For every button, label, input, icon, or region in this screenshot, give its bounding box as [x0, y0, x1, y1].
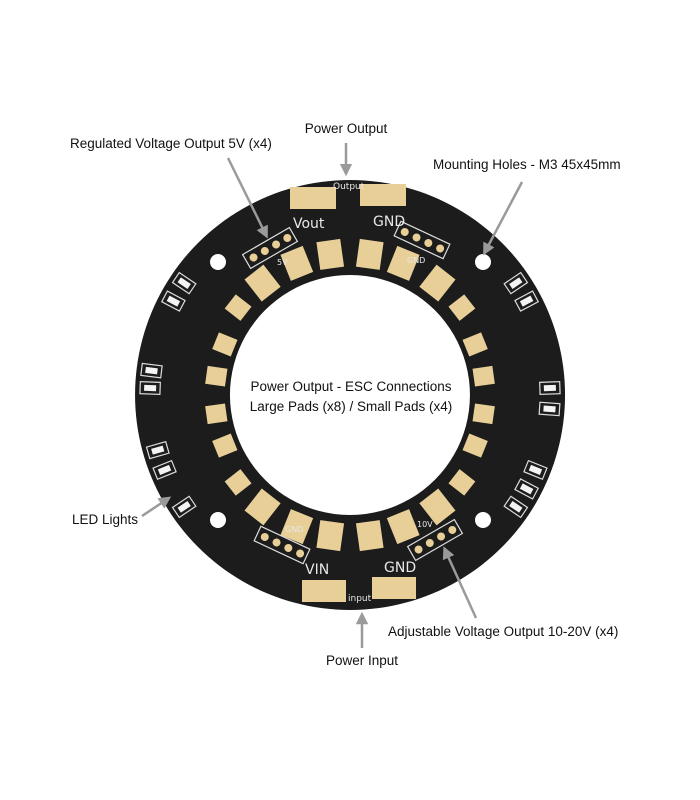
- small-esc-pad: [224, 294, 252, 321]
- silk-5v: 5V: [277, 258, 288, 267]
- led-light: [538, 401, 561, 417]
- small-esc-pad: [212, 433, 238, 458]
- small-esc-pad: [462, 332, 488, 357]
- large-esc-pad: [386, 245, 420, 281]
- header-gnd-bottom: [253, 525, 311, 565]
- led-lights-arrow: [141, 496, 172, 518]
- header-5v: [241, 226, 299, 270]
- mounting-holes-arrow: [483, 181, 524, 256]
- mounting-holes: [210, 254, 491, 528]
- esc-label-line1: Power Output - ESC Connections: [250, 379, 451, 394]
- large-esc-pad: [244, 264, 281, 302]
- silk-gnd-top: GND: [373, 214, 405, 230]
- led-light: [145, 440, 170, 460]
- pad-output-gnd: [360, 184, 406, 206]
- small-esc-pad: [205, 365, 228, 387]
- large-esc-pad: [280, 509, 314, 545]
- pad-output-vout: [290, 187, 336, 209]
- led-light: [160, 290, 186, 312]
- regulated-5v-label: Regulated Voltage Output 5V (x4): [70, 136, 272, 151]
- silk-vout: Vout: [293, 216, 325, 232]
- small-esc-pad: [472, 403, 495, 425]
- power-input-label: Power Input: [326, 653, 398, 668]
- small-esc-pad: [448, 294, 476, 321]
- adjustable-voltage-label: Adjustable Voltage Output 10-20V (x4): [388, 624, 618, 639]
- silk-gnd-header-bottom: GND: [285, 525, 303, 534]
- led-light: [539, 381, 561, 395]
- led-light: [152, 459, 177, 481]
- led-light: [171, 271, 197, 295]
- silk-output: Output: [333, 182, 365, 192]
- small-esc-pad: [448, 469, 476, 496]
- mounting-hole: [210, 254, 226, 270]
- large-esc-pad: [419, 264, 456, 302]
- mounting-holes-label: Mounting Holes - M3 45x45mm: [433, 157, 621, 172]
- pcb-ring: [135, 180, 566, 610]
- power-output-label: Power Output: [305, 121, 388, 136]
- led-light: [503, 271, 529, 295]
- mounting-hole: [475, 512, 491, 528]
- led-light: [514, 478, 540, 500]
- silk-gnd-bottom: GND: [384, 560, 416, 576]
- large-esc-pad: [316, 238, 345, 270]
- small-esc-pad: [212, 332, 238, 357]
- large-esc-pad: [244, 488, 281, 526]
- large-esc-pad: [386, 509, 420, 545]
- small-esc-pad: [462, 433, 488, 458]
- regulated-5v-arrow: [226, 157, 268, 239]
- pad-group: [205, 238, 495, 552]
- silk-10v: 10V: [417, 520, 433, 529]
- small-esc-pad: [472, 365, 495, 387]
- mounting-hole: [475, 254, 491, 270]
- silk-input: input: [348, 594, 372, 604]
- large-esc-pad: [355, 520, 384, 552]
- led-light: [523, 459, 548, 481]
- header-10v: [406, 518, 464, 562]
- pad-input-gnd: [372, 577, 416, 599]
- led-light: [139, 381, 161, 395]
- large-esc-pad: [280, 245, 314, 281]
- large-esc-pad: [316, 520, 345, 552]
- led-light: [514, 290, 540, 312]
- silk-gnd-header-top: GND: [407, 256, 425, 265]
- silk-vin: VIN: [305, 562, 329, 578]
- large-esc-pad: [355, 238, 384, 270]
- mounting-hole: [210, 512, 226, 528]
- header-gnd-top: [393, 220, 451, 260]
- large-esc-pad: [419, 488, 456, 526]
- esc-label-line2: Large Pads (x8) / Small Pads (x4): [250, 399, 453, 414]
- small-esc-pad: [224, 469, 252, 496]
- led-lights-label: LED Lights: [72, 512, 138, 527]
- adjustable-voltage-arrow: [442, 546, 478, 619]
- led-light: [503, 495, 529, 519]
- led-light: [171, 495, 197, 519]
- small-esc-pad: [205, 403, 228, 425]
- led-light: [140, 362, 163, 379]
- led-group: [139, 271, 561, 519]
- pad-input-vin: [302, 580, 346, 602]
